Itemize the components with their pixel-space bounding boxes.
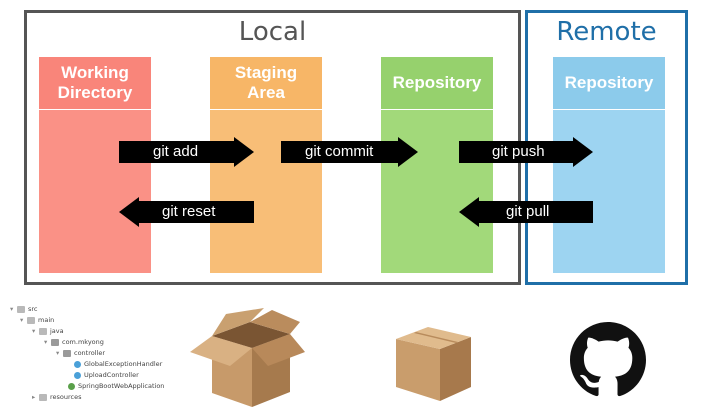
spring-class-icon [68,382,75,390]
remote-repository-label: Repository [553,57,665,109]
class-icon [74,371,81,379]
staging-area-body [210,110,322,273]
tree-item[interactable]: SpringBootWebApplication [68,381,164,391]
tree-item[interactable]: ▾com.mkyong [44,338,104,346]
git-commit-arrow: git commit [281,137,418,167]
folder-icon [17,305,25,313]
local-title: Local [238,17,307,47]
tree-item[interactable]: ▾java [32,327,64,335]
tree-item[interactable]: ▾main [20,316,55,324]
local-repository-body [381,110,493,273]
github-logo-icon [570,322,646,397]
tree-item[interactable]: GlobalExceptionHandler [74,359,162,369]
open-box-icon [190,308,305,407]
remote-repository-body [553,110,665,273]
remote-repository-column: Repository [553,57,665,273]
remote-title: Remote [556,17,657,47]
git-pull-arrow: git pull [459,197,593,227]
package-icon [51,338,59,346]
class-icon [74,360,81,368]
git-reset-arrow: git reset [119,197,254,227]
package-icon [63,349,71,357]
folder-icon [39,393,47,401]
git-push-label: git push [492,143,545,160]
tree-item[interactable]: ▾src [10,305,38,313]
local-repository-column: Repository [381,57,493,273]
local-repository-label: Repository [381,57,493,109]
project-tree: ▾src ▾main ▾java ▾com.mkyong ▾controller… [10,302,190,407]
folder-icon [39,327,47,335]
tree-item[interactable]: ▸resources [32,393,82,401]
closed-box-icon [396,327,471,401]
working-directory-body [39,110,151,273]
git-add-arrow: git add [119,137,254,167]
folder-icon [27,316,35,324]
tree-item[interactable]: ▾controller [56,349,106,357]
git-push-arrow: git push [459,137,593,167]
git-reset-label: git reset [162,203,216,220]
git-commit-label: git commit [305,143,374,160]
git-pull-label: git pull [506,203,550,220]
tree-item[interactable]: UploadController [74,370,139,380]
git-add-label: git add [153,143,199,160]
